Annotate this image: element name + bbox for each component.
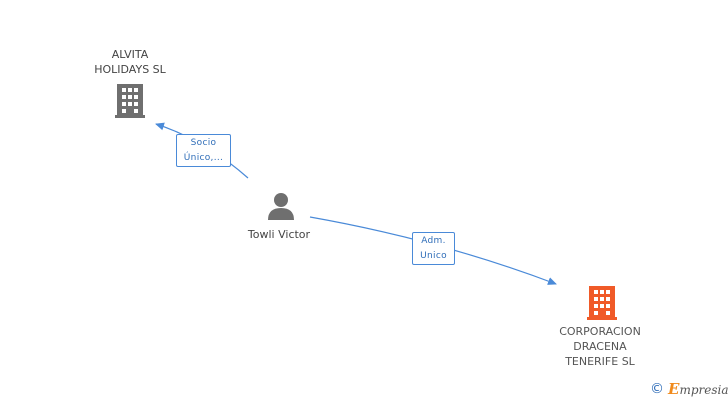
edge-label-socio[interactable]: Socio Único,... bbox=[176, 134, 231, 167]
node-label-towli[interactable]: Towli Victor bbox=[247, 228, 311, 241]
person-icon[interactable] bbox=[268, 193, 294, 220]
footer-brand: © Empresia bbox=[650, 379, 728, 399]
node-label-alvita[interactable]: ALVITA HOLIDAYS SL bbox=[94, 48, 166, 76]
brand-initial: E bbox=[668, 380, 680, 398]
edge-label-adm[interactable]: Adm. Unico bbox=[412, 232, 455, 265]
brand-logo[interactable]: Empresia bbox=[668, 380, 728, 398]
building-icon[interactable] bbox=[115, 84, 145, 118]
copyright-symbol: © bbox=[650, 381, 664, 397]
brand-name: mpresia bbox=[679, 383, 728, 397]
building-icon[interactable] bbox=[587, 286, 617, 320]
node-label-corporacion[interactable]: CORPORACION DRACENA TENERIFE SL bbox=[559, 325, 641, 368]
